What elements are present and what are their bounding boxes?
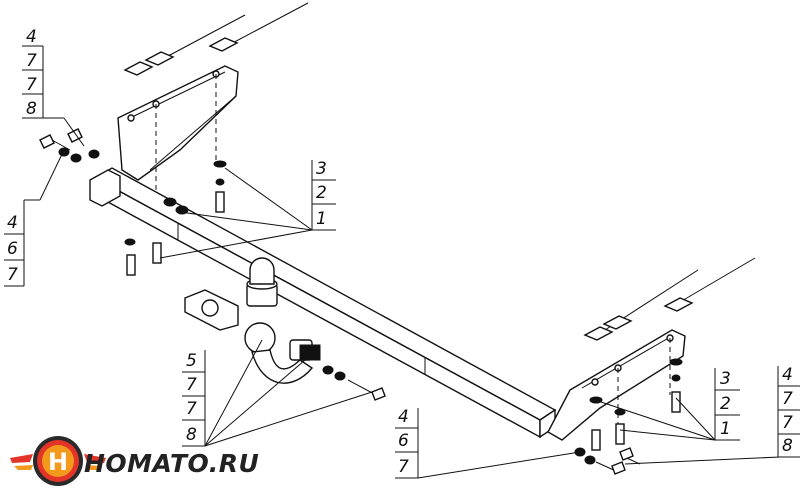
callout-bottom-left-3: 8: [186, 425, 197, 445]
callout-left-mid-0: 4: [7, 213, 18, 233]
logo-letter: H: [48, 448, 68, 476]
callout-center-top-0: 3: [316, 159, 327, 179]
callout-left-mid: 4 6 7: [4, 199, 40, 287]
main-cross-beam: [89, 167, 557, 439]
callout-right-mid-1: 2: [720, 394, 731, 414]
callout-right-far-0: 4: [782, 365, 793, 385]
callout-bottom-left-1: 7: [186, 375, 197, 395]
left-mounting-straps: [123, 2, 309, 76]
brand-name: HOMATO.RU: [84, 449, 259, 478]
socket-housing: [246, 257, 278, 307]
callout-bottom-mid-1: 6: [398, 431, 409, 451]
callout-right-mid-2: 1: [720, 419, 731, 439]
callout-top-left-2: 7: [26, 75, 37, 95]
callout-center-top-1: 2: [316, 183, 327, 203]
right-mounting-straps: [583, 257, 756, 341]
tow-ball-hook: [244, 322, 321, 384]
leader-lines: [39, 117, 781, 479]
callout-center-top-2: 1: [316, 209, 327, 229]
logo-wing-right: [84, 454, 106, 463]
callout-bottom-mid: 4 6 7: [395, 407, 419, 479]
callout-right-far-3: 8: [782, 436, 793, 456]
callout-bottom-left: 5 7 7 8: [182, 350, 206, 447]
callout-bottom-left-2: 7: [186, 399, 197, 419]
callout-right-mid: 3 2 1: [714, 368, 740, 441]
callout-center-top: 3 2 1: [311, 159, 336, 231]
logo-wing-left: [10, 454, 33, 463]
callout-bottom-mid-2: 7: [398, 457, 409, 477]
callout-right-far-1: 7: [782, 389, 793, 409]
clamp-piece: [184, 289, 239, 331]
callout-bottom-mid-0: 4: [398, 407, 409, 427]
bolts-and-nuts: [39, 128, 386, 401]
callout-top-left: 4 7 7 8: [22, 27, 64, 119]
callout-right-far: 4 7 7 8: [777, 365, 800, 458]
callout-top-left-0: 4: [26, 27, 37, 47]
left-side-bracket: [117, 65, 239, 195]
right-side-bracket: [547, 329, 686, 475]
callout-right-mid-0: 3: [720, 369, 731, 389]
brand-logo: H HOMATO.RU: [10, 436, 259, 486]
callout-right-far-2: 7: [782, 413, 793, 433]
callout-top-left-1: 7: [26, 51, 37, 71]
callout-bottom-left-0: 5: [186, 351, 197, 371]
callout-left-mid-2: 7: [7, 265, 18, 285]
callout-top-left-3: 8: [26, 99, 37, 119]
callout-left-mid-1: 6: [7, 239, 18, 259]
